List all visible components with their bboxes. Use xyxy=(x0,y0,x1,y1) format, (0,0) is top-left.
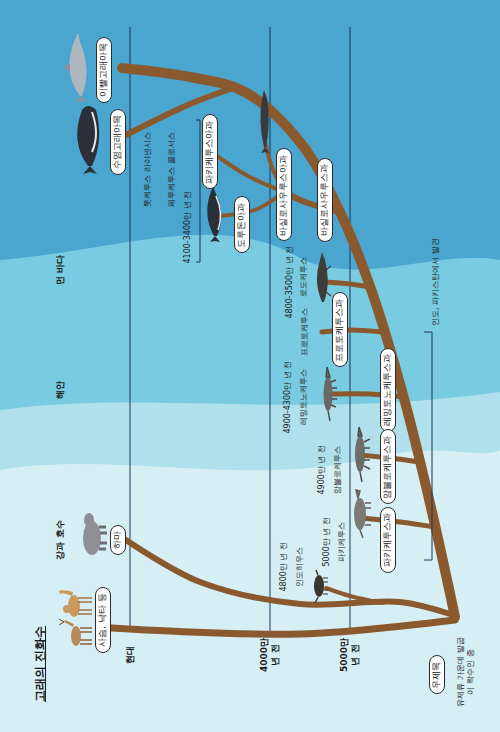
taxon-name: 프로토케투스과 xyxy=(334,299,346,362)
tree-branch xyxy=(124,87,236,136)
species-name: 툿케투스 라야넨시스 xyxy=(143,132,153,207)
taxon-name: 이빨고래아목 xyxy=(98,43,110,97)
time-label: 현대 xyxy=(125,646,136,664)
species-name: 파키케투스 xyxy=(337,522,347,562)
tree-branch xyxy=(112,620,455,634)
taxon-box: 프로토케투스과 xyxy=(332,293,348,368)
date-range: 4800만 년 전 xyxy=(279,542,289,591)
taxon-name: 사슴, 낙타 등 xyxy=(97,593,109,647)
taxon-name: 파키케투스과 xyxy=(382,513,394,567)
zone-label: 강과 호수 xyxy=(55,520,66,559)
tree-branch xyxy=(326,588,382,603)
animal-figures xyxy=(59,32,371,646)
taxon-box: 파키케투스아과 xyxy=(202,115,218,190)
species-name: 페루케투스 콜로서스 xyxy=(167,132,177,207)
pakicetus-figure xyxy=(354,490,371,538)
taxon-name: 우제목 xyxy=(431,662,443,689)
zone-label: 먼 바다 xyxy=(55,255,66,285)
species-name: 로도케투스 xyxy=(299,257,309,297)
indohyus-figure xyxy=(314,570,328,603)
taxon-box: 이빨고래아목 xyxy=(96,37,112,103)
taxon-box: 바실로사우루스과 xyxy=(317,158,333,242)
camel-figure xyxy=(59,590,92,617)
shallow-band xyxy=(0,0,500,470)
taxon-name: 바실로사우루스과 xyxy=(319,164,331,236)
date-range: 5000만 년 전 xyxy=(322,517,332,566)
taxon-name: 수염고래아목 xyxy=(112,115,124,169)
tree-branch xyxy=(362,518,435,527)
remingtonocetus-figure xyxy=(324,367,338,421)
locality-note: 인도, 파키스탄에서 발견 xyxy=(431,238,441,326)
deep-sea-band xyxy=(0,0,500,269)
taxon-box: 파키케투스과 xyxy=(380,507,396,573)
range-bracket xyxy=(196,120,200,262)
tree-branch xyxy=(324,282,370,287)
baleen-whale-figure xyxy=(77,106,99,174)
taxon-box: 수염고래아목 xyxy=(110,109,126,175)
date-range: 4100-3400만 년 전 xyxy=(183,191,193,264)
coast-band xyxy=(0,0,500,410)
species-name: 프로토케투스 xyxy=(300,308,310,356)
species-name: 레밍토노케투스 xyxy=(299,369,309,425)
tree-branch xyxy=(122,68,455,617)
date-range: 4800-3500만 년 전 xyxy=(285,246,295,319)
date-range: 4900-4300만 년 전 xyxy=(283,361,293,434)
basilosaurus-figure xyxy=(260,90,269,153)
dolphin-figure xyxy=(63,32,87,103)
dorudon-figure xyxy=(207,186,221,242)
hippo-figure xyxy=(83,513,107,555)
taxon-box: 바실로사우루스아과 xyxy=(276,149,292,242)
taxon-box: 레밍토노케투스과 xyxy=(380,348,396,432)
tree-branch xyxy=(214,154,284,192)
rodhocetus-figure xyxy=(317,252,331,302)
date-range: 4900만 년 전 xyxy=(317,445,327,494)
time-label: 5000만 년 전 xyxy=(339,635,362,675)
time-line xyxy=(270,27,271,632)
ambulocetus-figure xyxy=(355,427,370,482)
taxon-box: 우제목 xyxy=(429,656,445,695)
taxon-name: 바실로사우루스아과 xyxy=(278,155,290,236)
deer-figure xyxy=(59,619,92,646)
zone-label: 해안 xyxy=(55,381,66,399)
taxon-name: 파키케투스아과 xyxy=(204,121,216,184)
taxon-box: 사슴, 낙타 등 xyxy=(95,587,111,653)
taxon-box: 하마 xyxy=(110,525,126,555)
tree-branch xyxy=(126,540,450,614)
group-note: 유제류 가운데 발굽이 짝수인 종 xyxy=(456,635,476,709)
species-name: 암불로케투스 xyxy=(333,446,343,494)
phylogeny-tree xyxy=(112,68,455,634)
taxon-name: 하마 xyxy=(112,531,124,549)
taxon-name: 레밍토노케투스과 xyxy=(382,354,394,426)
taxon-box: 암불로케투스과 xyxy=(380,430,396,505)
taxon-name: 도루돈아과 xyxy=(236,203,248,248)
taxon-name: 암불로케투스과 xyxy=(382,436,394,499)
tree-branch xyxy=(218,192,284,216)
brackets xyxy=(196,120,432,560)
taxon-box: 도루돈아과 xyxy=(234,197,250,254)
time-label: 4000만 년 전 xyxy=(259,635,282,675)
diagram-title: 고래의 진화수 xyxy=(32,626,49,702)
range-bracket xyxy=(424,332,432,560)
species-name: 인도히우스 xyxy=(295,547,305,587)
